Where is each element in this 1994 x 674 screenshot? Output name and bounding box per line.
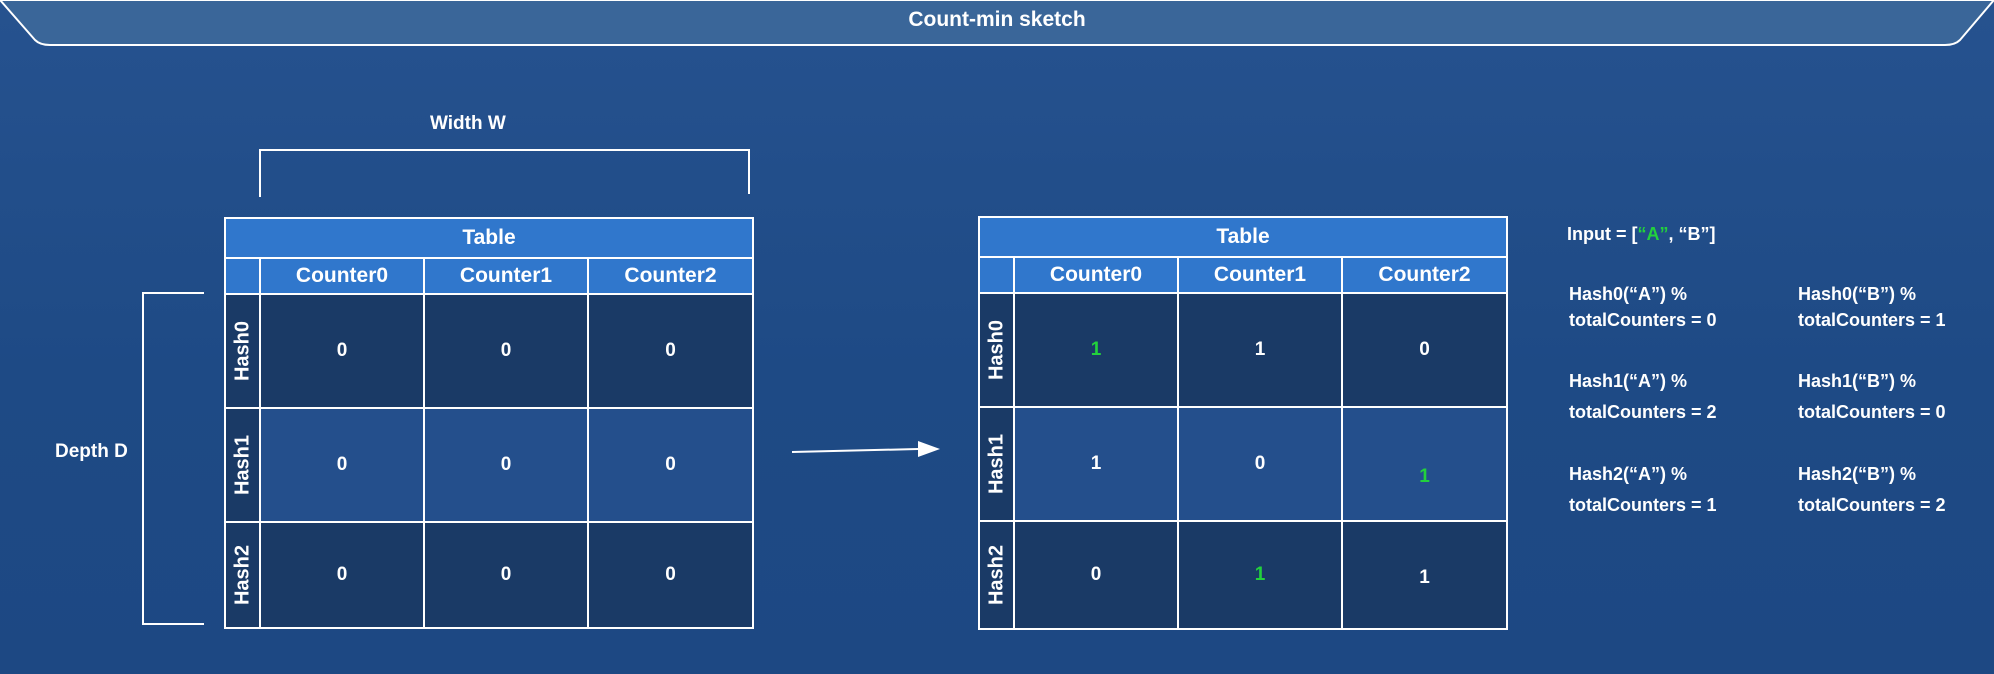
counter-cell: 0 xyxy=(261,295,425,409)
width-label: Width W xyxy=(430,113,506,134)
row-label: Hash1 xyxy=(231,434,253,496)
input-suffix: ] xyxy=(1709,224,1716,244)
table-updated: Table Counter0 Counter1 Counter2 Hash0 H… xyxy=(978,216,1508,630)
counter-cell: 0 xyxy=(261,409,425,523)
row-label: Hash2 xyxy=(985,544,1007,606)
hash-note: Hash1(“B”) % totalCounters = 0 xyxy=(1798,366,1946,428)
table-initial: Table Counter0 Counter1 Counter2 Hash0 H… xyxy=(224,217,754,629)
hash-note: Hash0(“A”) % totalCounters = 0 xyxy=(1569,281,1717,333)
row-label: Hash0 xyxy=(985,319,1007,381)
hash-note-line: Hash0(“A”) % xyxy=(1569,284,1688,304)
row-header-hash1: Hash1 xyxy=(980,408,1015,522)
column-header-counter2: Counter2 xyxy=(1343,258,1506,294)
row-header-hash2: Hash2 xyxy=(980,522,1015,628)
counter-cell: 0 xyxy=(1179,408,1343,522)
width-bracket xyxy=(259,149,750,197)
table-corner xyxy=(980,258,1015,294)
counter-cell: 1 xyxy=(1179,294,1343,408)
hash-note-line: Hash1(“B”) % xyxy=(1798,371,1917,391)
hash-note: Hash0(“B”) % totalCounters = 1 xyxy=(1798,281,1946,333)
counter-cell: 0 xyxy=(425,409,589,523)
hash-note-result: totalCounters = 2 xyxy=(1798,495,1946,515)
hash-note-line: Hash2(“A”) % xyxy=(1569,464,1688,484)
counter-cell: 0 xyxy=(589,409,752,523)
input-separator: , xyxy=(1668,224,1679,244)
counter-cell-highlighted: 1 xyxy=(1015,294,1179,408)
counter-cell-highlighted: 1 xyxy=(1179,522,1343,628)
counter-cell: 0 xyxy=(425,295,589,409)
row-header-hash1: Hash1 xyxy=(226,409,261,523)
row-header-hash0: Hash0 xyxy=(226,295,261,409)
table-caption: Table xyxy=(226,219,752,259)
page-title: Count-min sketch xyxy=(908,8,1086,31)
column-header-counter1: Counter1 xyxy=(425,259,589,295)
table-corner xyxy=(226,259,261,295)
transform-arrow xyxy=(791,441,940,457)
depth-bracket xyxy=(142,292,204,625)
title-bar-shape xyxy=(0,0,1994,46)
hash-note: Hash2(“A”) % totalCounters = 1 xyxy=(1569,459,1717,521)
counter-cell: 0 xyxy=(261,523,425,627)
input-list: Input = [“A”, “B”] xyxy=(1567,221,1716,247)
input-prefix: Input = [ xyxy=(1567,224,1638,244)
row-label: Hash1 xyxy=(985,433,1007,495)
counter-cell-highlighted: 1 xyxy=(1343,408,1506,522)
hash-note-result: totalCounters = 1 xyxy=(1569,495,1717,515)
counter-cell: 1 xyxy=(1015,408,1179,522)
column-header-counter2: Counter2 xyxy=(589,259,752,295)
row-label: Hash0 xyxy=(231,320,253,382)
hash-note-line: Hash2(“B”) % xyxy=(1798,464,1917,484)
column-header-counter0: Counter0 xyxy=(1015,258,1179,294)
counter-cell: 0 xyxy=(589,523,752,627)
hash-note: Hash2(“B”) % totalCounters = 2 xyxy=(1798,459,1946,521)
column-header-counter0: Counter0 xyxy=(261,259,425,295)
counter-cell: 1 xyxy=(1343,522,1506,628)
hash-note-result: totalCounters = 0 xyxy=(1798,402,1946,422)
hash-note-line: Hash0(“B”) % xyxy=(1798,284,1917,304)
input-value-a: “A” xyxy=(1637,224,1669,244)
counter-cell: 0 xyxy=(589,295,752,409)
depth-label: Depth D xyxy=(55,441,128,462)
table-caption: Table xyxy=(980,218,1506,258)
hash-note-result: totalCounters = 0 xyxy=(1569,310,1717,330)
input-value-b: “B” xyxy=(1678,224,1710,244)
row-label: Hash2 xyxy=(231,544,253,606)
counter-cell: 0 xyxy=(1343,294,1506,408)
row-header-hash0: Hash0 xyxy=(980,294,1015,408)
hash-note-result: totalCounters = 1 xyxy=(1798,310,1946,330)
hash-note-line: Hash1(“A”) % xyxy=(1569,371,1688,391)
row-header-hash2: Hash2 xyxy=(226,523,261,627)
hash-note: Hash1(“A”) % totalCounters = 2 xyxy=(1569,366,1717,428)
column-header-counter1: Counter1 xyxy=(1179,258,1343,294)
title-bar: Count-min sketch xyxy=(0,0,1994,48)
counter-cell: 0 xyxy=(425,523,589,627)
counter-cell: 0 xyxy=(1015,522,1179,628)
hash-note-result: totalCounters = 2 xyxy=(1569,402,1717,422)
